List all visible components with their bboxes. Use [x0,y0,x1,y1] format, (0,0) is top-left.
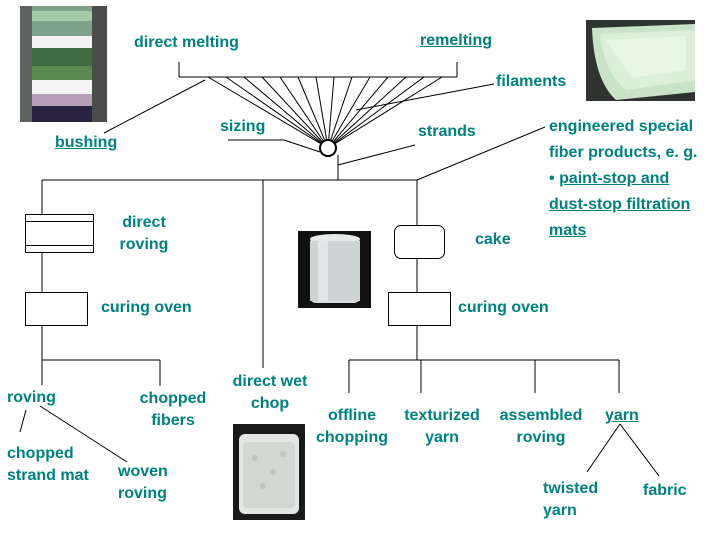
direct-wet-chop-label: direct wet chop [220,371,320,415]
texturized-yarn-label: texturized yarn [396,405,488,449]
curing-oven-left-label: curing oven [101,299,192,316]
engineered-products-label: engineered special fiber products, e. g.… [549,114,697,244]
yarn-link[interactable]: yarn [605,407,639,424]
twisted-yarn-line-1: twisted [543,480,599,497]
engineered-line-3: • paint-stop and [549,166,697,192]
woven-roving-line-1: woven [118,463,168,480]
offline-chopping-label: offline chopping [308,405,396,449]
roving-label: roving [7,389,56,406]
bushing-link[interactable]: bushing [55,134,118,151]
engineered-line-2: fiber products, e. g. [549,144,698,161]
bullet: • [549,170,555,187]
curing-oven-left-box [25,292,88,326]
remelting-link[interactable]: remelting [420,32,493,49]
filaments-label: filaments [496,73,567,90]
direct-wet-chop-line-2: chop [250,395,290,412]
assembled-roving-label: assembled roving [492,405,590,449]
texturized-yarn-line-2: yarn [425,429,459,446]
bushing-glass-column-photo [20,6,107,122]
direct-melting-label: direct melting [134,34,239,51]
assembled-roving-line-1: assembled [499,407,583,424]
wet-chop-bag-photo [233,424,305,520]
direct-wet-chop-line-1: direct wet [232,373,308,390]
sizing-roller [319,139,337,157]
chopped-strand-mat-line-2: strand mat [7,467,89,484]
strands-label: strands [418,123,476,140]
direct-roving-label: direct roving [112,212,176,256]
filaments-photo [586,20,695,101]
chopped-strand-mat-label: chopped strand mat [7,443,89,487]
offline-chopping-line-1: offline [328,407,376,424]
twisted-yarn-label: twisted yarn [543,478,598,522]
direct-roving-line-1: direct [122,214,166,231]
chopped-fibers-line-1: chopped [139,390,207,407]
texturized-yarn-line-1: texturized [404,407,480,424]
chopped-strand-mat-line-1: chopped [7,445,74,462]
woven-roving-line-2: roving [118,485,167,502]
curing-oven-right-box [388,292,451,326]
chopped-fibers-line-2: fibers [151,412,195,429]
engineered-line-1: engineered special [549,118,694,135]
offline-chopping-line-2: chopping [316,429,388,446]
cake-spool-photo [298,231,371,308]
cake-box [394,225,445,259]
twisted-yarn-line-2: yarn [543,502,577,519]
woven-roving-label: woven roving [118,461,168,505]
sizing-label: sizing [220,118,266,135]
chopped-fibers-label: chopped fibers [130,388,216,432]
filtration-mats-link[interactable]: paint-stop and [559,170,670,187]
direct-roving-line-2: roving [119,236,169,253]
engineered-line-5[interactable]: mats [549,222,587,239]
curing-oven-right-label: curing oven [458,299,549,316]
assembled-roving-line-2: roving [516,429,566,446]
fabric-label: fabric [643,482,687,499]
engineered-line-4[interactable]: dust-stop filtration [549,196,691,213]
direct-roving-box [25,214,94,253]
cake-label: cake [475,231,511,248]
